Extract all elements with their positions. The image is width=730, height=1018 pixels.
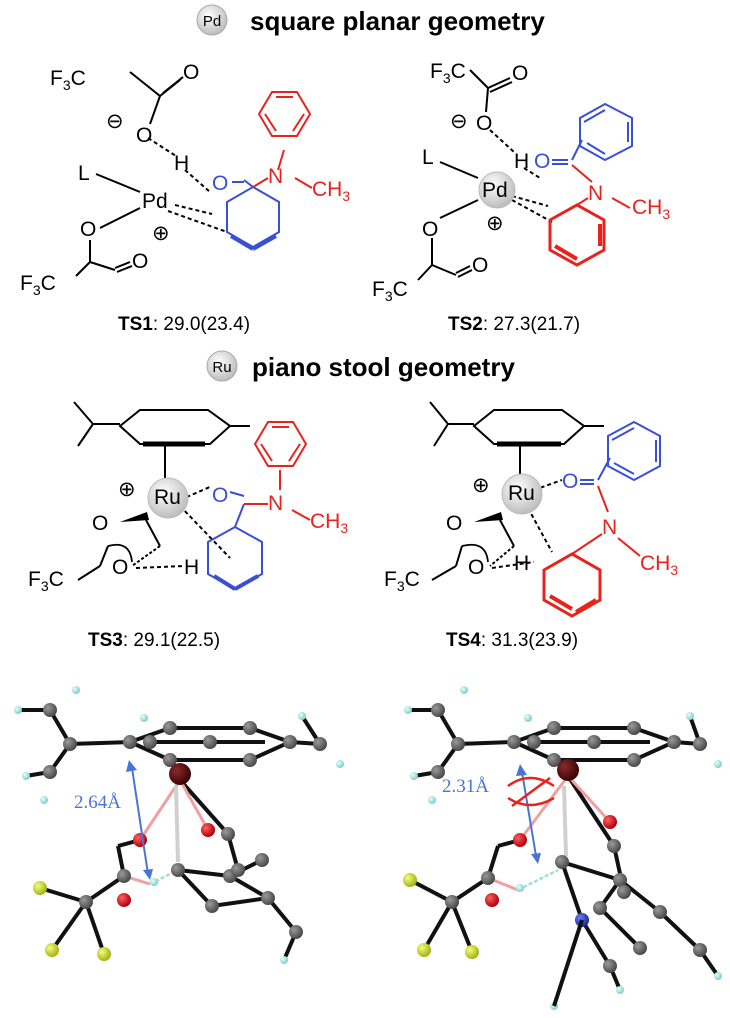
ts2-h-atom: H [514,150,529,173]
ts3-o-amide: O [212,484,228,507]
ts2-caption: TS2: 27.3(21.7) [448,314,580,335]
ts2-pd-sphere [478,171,516,209]
ts4-o-amide: O [562,470,578,493]
ts3-ch3: CH3 [310,510,348,536]
ts3-h-atom: H [184,556,199,579]
ts4-h-atom: H [514,552,529,575]
ts4-n-atom: N [602,516,617,539]
ts3-f3c: F3C [28,568,64,594]
ts4-o-bottom: O [468,556,484,579]
ts1-o-bottom: O [80,218,96,241]
ts4-ru-sphere [501,473,543,515]
ts1-o-anion: O [136,124,152,147]
ts3-ru-atom: Ru [154,486,181,509]
pd-header: Pd square planar geometry [196,4,545,36]
ts3-fluorine-atoms [33,881,111,961]
ts4-oxygen-atoms [485,815,617,907]
ts3-caption: TS3: 29.1(22.5) [88,630,220,651]
ts2-ligand-l: L [422,146,434,169]
ts3-o-bottom: O [112,556,128,579]
ts4-ru-ball [557,759,579,781]
ts2-pd-atom: Pd [482,179,508,202]
ts4-caption: TS4: 31.3(23.9) [446,630,578,651]
ts4-structure: Ru ⊕ O O H F3C O N CH3 [384,401,678,618]
ts3-ru-ball [169,763,191,785]
ru-header: Ru piano stool geometry [206,350,515,382]
ts3-ru-sphere [147,477,189,519]
ts1-minus-charge: ⊖ [106,110,124,133]
ts1-h-atom: H [174,152,189,175]
ts2-f3c-bottom: F3C [372,278,408,304]
ts3-distance-label: 2.64Å [74,792,121,813]
ts1-o-carbonyl-top: O [183,61,199,84]
ts1-pd-atom: Pd [142,190,168,213]
ts2-plus-charge: ⊕ [486,212,504,235]
ts3-plus-charge: ⊕ [118,478,136,501]
ts3-o-top: O [92,512,108,535]
ts4-hydrogen-atoms [404,686,722,1010]
ts3-hydrogen-atoms [14,686,344,964]
ru-section-title: piano stool geometry [252,352,515,382]
ts2-o-carbonyl-bottom: O [472,254,488,277]
ts2-o-amide: O [534,150,550,173]
ts1-ch3: CH3 [312,178,350,204]
ts1-plus-charge: ⊕ [152,222,170,245]
ts4-plus-charge: ⊕ [472,474,490,497]
ts2-o-anion: O [476,112,492,135]
ts4-ru-atom: Ru [508,482,535,505]
ts1-o-carbonyl-bottom: O [132,250,148,273]
pd-badge-sphere [196,4,228,36]
ts4-fluorine-atoms [403,873,479,959]
pd-badge-label: Pd [203,13,221,30]
ts1-f3c-top: F3C [50,67,86,93]
ts2-o-carbonyl-top: O [512,62,528,85]
ts4-3d-model: 2.31Å [403,686,722,1010]
ts4-o-top: O [446,512,462,535]
ts2-minus-charge: ⊖ [450,110,468,133]
ts4-carbon-atoms [431,703,707,973]
ts3-3d-model: 2.64Å [14,686,344,964]
ts1-f3c-bottom: F3C [20,272,56,298]
ts4-ch3: CH3 [640,552,678,578]
ts1-n-atom: N [268,165,283,188]
ts2-f3c-top: F3C [430,60,466,86]
ts2-o-bottom: O [422,218,438,241]
pd-section-title: square planar geometry [250,6,545,36]
ts1-structure: F3C O ⊖ O H L Pd ⊕ O O F3C O N CH3 [20,61,350,298]
ts2-ch3: CH3 [632,196,670,222]
ru-badge-sphere [206,350,238,382]
ru-badge-label: Ru [212,359,231,376]
steric-clash-icon [507,776,555,808]
ts3-n-atom: N [268,492,283,515]
ts4-f3c: F3C [384,568,420,594]
ts3-carbon-atoms [43,703,327,939]
ts1-o-amide: O [212,172,228,195]
ts1-caption: TS1: 29.0(23.4) [118,314,250,335]
ts3-oxygen-atoms [117,823,215,907]
ts3-structure: Ru ⊕ O O H F3C O N CH3 [28,401,348,594]
ts4-distance-label: 2.31Å [442,776,489,797]
ts1-ligand-l: L [78,162,90,185]
ts2-n-atom: N [588,182,603,205]
ts2-structure: F3C O ⊖ O H L Pd ⊕ O O F3C O [372,60,670,304]
